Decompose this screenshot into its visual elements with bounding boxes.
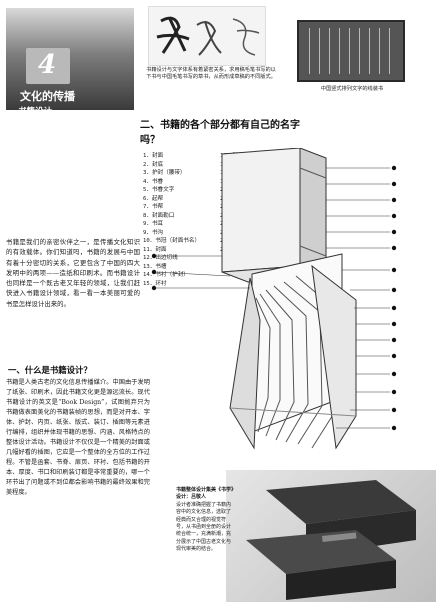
part-item: 6．起帮 [143,195,164,202]
part-item: 2．封底 [143,161,164,168]
book-set-caption-title: 书籍整体设计集美《书学》 [176,487,237,493]
calligraphy-image [148,6,266,66]
part-item: 13．书槽 [143,263,167,270]
intro-paragraph: 书籍是我们的亲密伙伴之一，是传播文化知识的有效载体。你们知道吗，书籍的发展与中国… [6,238,140,308]
part-item: 4．书眷 [143,178,164,185]
book-illustration [151,147,397,450]
chapter-number-box: 4 [26,48,70,84]
chapter-banner: 4 文化的传播 书籍设计 [6,8,134,117]
thread-bound-book-photo [297,20,405,82]
book-set-caption-designer: 设计：吕敬人 [176,494,207,501]
section-two-heading: 二、书籍的各个部分都有自己的名字吗？ [140,120,300,146]
book-set-caption: 书籍整体设计集美《书学》 设计：吕敬人 设计者准确把握了书籍内容中的文化信息，选… [176,487,237,554]
part-item: 14．书衬（护封） [143,272,189,278]
part-item: 9．书沟 [143,229,164,236]
chapter-number: 4 [38,50,57,80]
section-one-body: 书籍是人类古老的文化信息传播媒介。中国由于发明了纸张、印刷术，因此书籍文化更是源… [6,379,150,496]
chapter-subtitle: 书籍设计 [18,107,53,117]
part-item: 12．出边切线 [143,255,178,261]
calligraphy-strokes [156,16,260,56]
part-item: 11．封面 [143,246,167,253]
book-anatomy-diagram [150,147,436,468]
book-set-caption-body: 设计者准确把握了书籍内容中的文化信息，选取了经典而又合理的视觉符号，从书函到全册… [176,501,232,553]
book-set-illustration [246,480,416,600]
chapter-title: 文化的传播 [20,90,75,103]
book-set-photo [226,470,436,602]
part-item: 1．封面 [143,153,164,159]
section-one-heading: 一、什么是书籍设计？ [8,365,92,375]
thread-bound-book-caption: 中国竖式排列文字的线装书 [320,86,384,92]
part-item: 10．书冠（封面书名） [143,238,201,244]
part-item: 8．封面勒口 [143,212,175,219]
part-item: 5．书眷文字 [143,187,175,193]
part-item: 3．护封（腰带） [143,170,186,176]
part-item: 15．环衬 [143,280,167,287]
part-item: 7．书帮 [143,204,164,210]
parts-list-left: 1．封面 2．封底 3．护封（腰带） 4．书眷 5．书眷文字 6．起帮 7．书帮 8．封面勒口… [143,152,200,288]
calligraphy-caption: 书籍设计与文字体系有着紧密关系，求用稿毛笔书写的以下书与中国毛笔书写的草书，从而… [146,67,276,81]
part-item: 9．书耳 [143,221,164,227]
